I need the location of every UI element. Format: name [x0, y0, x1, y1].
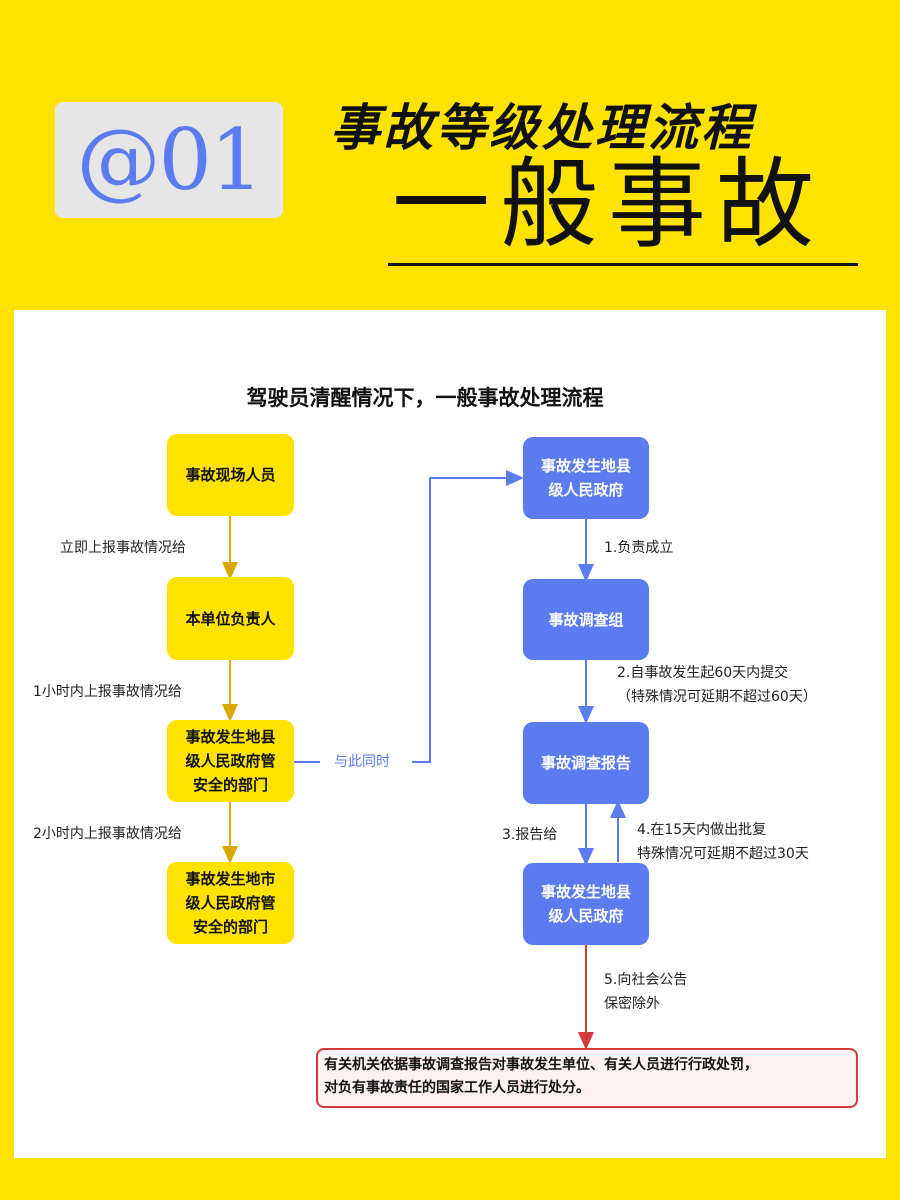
box-investigation-team: 事故调查组 — [523, 579, 649, 660]
box-county-government: 事故发生地县 级人民政府 — [523, 437, 649, 519]
chart-title: 驾驶员清醒情况下，一般事故处理流程 — [246, 386, 604, 410]
label-meanwhile: 与此同时 — [334, 754, 390, 770]
title-underline — [388, 263, 858, 266]
title-big: 一般事故 — [392, 148, 825, 262]
label-step4: 4.在15天内做出批复 特殊情况可延期不超过30天 — [637, 822, 809, 862]
arrow-connector-2 — [412, 470, 524, 763]
label-step1: 1.负责成立 — [604, 540, 674, 556]
label-1h-report: 1小时内上报事故情况给 — [33, 684, 182, 700]
badge: @01 — [55, 102, 283, 218]
label-immediate-report: 立即上报事故情况给 — [60, 540, 186, 556]
box-unit-leader: 本单位负责人 — [167, 577, 294, 660]
title-top: 事故等级处理流程 — [330, 99, 754, 157]
label-2h-report: 2小时内上报事故情况给 — [33, 826, 182, 842]
label-step2: 2.自事故发生起60天内提交 （特殊情况可延期不超过60天） — [617, 665, 817, 705]
label-step5: 5.向社会公告 保密除外 — [604, 972, 688, 1012]
badge-text: @01 — [76, 111, 264, 209]
box-county-safety-dept: 事故发生地县 级人民政府管 安全的部门 — [167, 720, 294, 802]
content-panel — [14, 310, 886, 1158]
box-city-safety-dept: 事故发生地市 级人民政府管 安全的部门 — [167, 862, 294, 944]
box-county-government-2: 事故发生地县 级人民政府 — [523, 863, 649, 945]
box-investigation-report: 事故调查报告 — [523, 722, 649, 804]
label-step3: 3.报告给 — [502, 827, 558, 843]
result-box: 有关机关依据事故调查报告对事故发生单位、有关人员进行行政处罚， 对负有事故责任的… — [316, 1048, 858, 1108]
box-scene-personnel: 事故现场人员 — [167, 434, 294, 516]
